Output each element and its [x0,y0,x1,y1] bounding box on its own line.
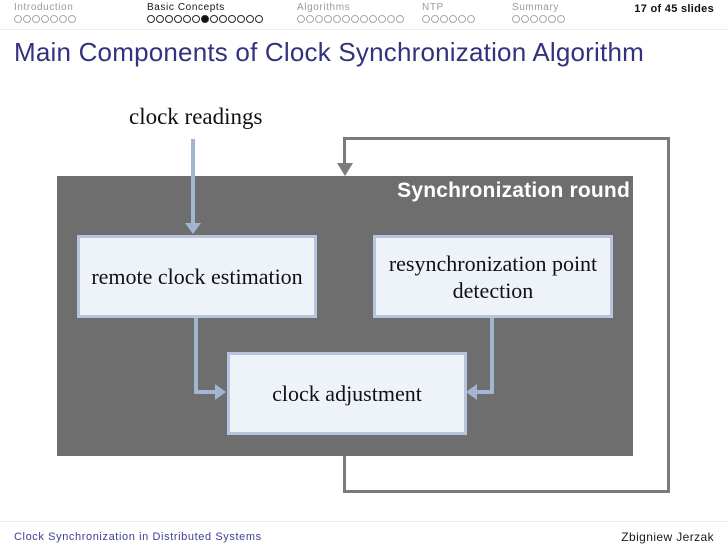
slide-dot[interactable] [387,15,395,23]
slide-dot[interactable] [246,15,254,23]
detection-to-adjustment-hline [477,390,494,394]
slide-dot[interactable] [360,15,368,23]
remote-clock-estimation-node: remote clock estimation [77,235,317,318]
slide-dot[interactable] [324,15,332,23]
slide-dot[interactable] [315,15,323,23]
nav-section-label: Introduction [14,2,74,13]
slide-dot[interactable] [422,15,430,23]
feedback-loop-right-line [667,137,670,493]
slide-dot[interactable] [458,15,466,23]
feedback-loop-arrowhead-icon [337,163,353,176]
estimation-to-adjustment-arrowhead-icon [215,384,226,400]
slide-dot[interactable] [183,15,191,23]
slide-dot[interactable] [548,15,556,23]
nav-section-label: NTP [422,2,444,13]
slide-dot[interactable] [342,15,350,23]
slide-dot[interactable] [521,15,529,23]
nav-section-label: Algorithms [297,2,351,13]
nav-section-label: Basic Concepts [147,2,225,13]
slide-dot[interactable] [396,15,404,23]
footer-author: Zbigniew Jerzak [621,530,714,544]
detection-to-adjustment-arrowhead-icon [466,384,477,400]
nav-section-ntp[interactable]: NTP [422,2,475,23]
nav-section-introduction[interactable]: Introduction [14,2,76,23]
clock-readings-label: clock readings [129,104,263,129]
feedback-loop-exit-line [343,455,346,493]
synchronization-round-title: Synchronization round [397,179,630,202]
clock-readings-arrowhead-icon [185,223,201,234]
slide-dot[interactable] [237,15,245,23]
slide-dot[interactable] [165,15,173,23]
slide-dots-row [14,15,76,23]
slide-dot[interactable] [50,15,58,23]
footer-presentation-title: Clock Synchronization in Distributed Sys… [14,531,262,543]
slide-dot[interactable] [333,15,341,23]
feedback-loop-entry-line [343,137,346,164]
nav-section-basic-concepts[interactable]: Basic Concepts [147,2,263,23]
nav-section-label: Summary [512,2,559,13]
slide-dot[interactable] [431,15,439,23]
slide-dot[interactable] [192,15,200,23]
slide-dot[interactable] [23,15,31,23]
slide-dot[interactable] [306,15,314,23]
slide-dot[interactable] [14,15,22,23]
slide-dots-row [422,15,475,23]
nav-header: Introduction Basic Concepts Algorithms NTP S… [0,0,728,30]
slide-dot[interactable] [369,15,377,23]
slide-dot[interactable] [351,15,359,23]
estimation-to-adjustment-vline [194,318,198,394]
slide-dots-row [512,15,565,23]
slide-dot[interactable] [467,15,475,23]
slide-dot[interactable] [539,15,547,23]
nav-section-algorithms[interactable]: Algorithms [297,2,404,23]
clock-adjustment-label: clock adjustment [272,381,422,406]
slide-dot[interactable] [174,15,182,23]
slide-dot[interactable] [210,15,218,23]
slide-dot[interactable] [156,15,164,23]
feedback-loop-bottom-line [343,490,670,493]
page-title: Main Components of Clock Synchronization… [14,37,644,67]
slide-dot[interactable] [530,15,538,23]
clock-readings-arrow-line [191,139,195,224]
slide-dot[interactable] [228,15,236,23]
slide-dot[interactable] [440,15,448,23]
slide-dots-row [147,15,263,23]
slide-dot[interactable] [297,15,305,23]
resynchronization-point-detection-label: resynchronization point detection [388,250,598,303]
slide-dot-current[interactable] [201,15,209,23]
resynchronization-point-detection-node: resynchronization point detection [373,235,613,318]
slide-dots-row [297,15,404,23]
nav-section-summary[interactable]: Summary [512,2,565,23]
clock-adjustment-node: clock adjustment [227,352,467,435]
slide-dot[interactable] [59,15,67,23]
estimation-to-adjustment-hline [194,390,216,394]
slide-dot[interactable] [512,15,520,23]
slide-dot[interactable] [68,15,76,23]
footer: Clock Synchronization in Distributed Sys… [0,521,728,546]
slide-dot[interactable] [378,15,386,23]
slide-dot[interactable] [41,15,49,23]
slide-dot[interactable] [147,15,155,23]
feedback-loop-top-line [343,137,670,140]
remote-clock-estimation-label: remote clock estimation [91,264,303,289]
slide-counter: 17 of 45 slides [634,3,714,15]
slide-dot[interactable] [449,15,457,23]
detection-to-adjustment-vline [490,318,494,394]
slide-dot[interactable] [32,15,40,23]
slide-dot[interactable] [557,15,565,23]
slide-dot[interactable] [219,15,227,23]
slide-dot[interactable] [255,15,263,23]
